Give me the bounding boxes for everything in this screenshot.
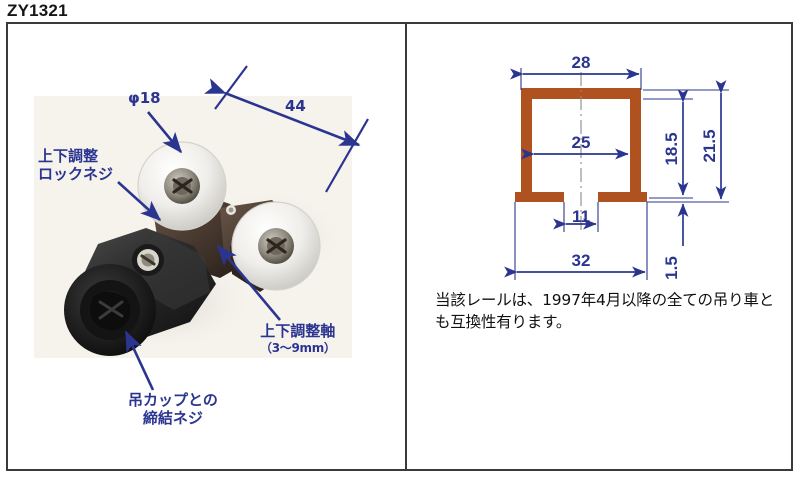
- annotation-lock-screw: 上下調整 ロックネジ: [38, 147, 114, 183]
- svg-text:25: 25: [572, 133, 591, 152]
- panel-rail-section: 28 25 18.5 21.5 1.5 11: [407, 24, 793, 469]
- page-title: ZY1321: [7, 1, 68, 20]
- panel-divider: [405, 24, 407, 469]
- rail-cross-section-drawing: 28 25 18.5 21.5 1.5 11: [504, 53, 729, 280]
- svg-text:32: 32: [572, 251, 591, 270]
- annotation-adjust-shaft-line1: 上下調整軸: [260, 322, 336, 340]
- panel-photo: φ18 44 上下調整 ロックネジ 上下調整軸 （3〜9mm） 吊カップとの 締…: [8, 24, 405, 469]
- annotation-adjust-shaft-range: （3〜9mm）: [260, 340, 336, 355]
- svg-text:21.5: 21.5: [700, 129, 719, 162]
- rail-note-line1: 当該レールは、1997年4月以降の全ての吊: [435, 291, 729, 309]
- hanger-roller-assembly-photo: [34, 96, 352, 358]
- annotation-roller-span: 44: [285, 97, 306, 115]
- svg-text:18.5: 18.5: [662, 132, 681, 165]
- annotation-lock-screw-line2: ロックネジ: [38, 164, 114, 183]
- annotation-cup-screw: 吊カップとの 締結ネジ: [128, 391, 218, 427]
- svg-text:28: 28: [572, 53, 591, 72]
- annotation-lock-screw-line1: 上下調整: [38, 147, 99, 165]
- rail-note-line2: り車とも互換性有ります。: [435, 291, 775, 331]
- svg-text:1.5: 1.5: [662, 256, 681, 280]
- content-frame: φ18 44 上下調整 ロックネジ 上下調整軸 （3〜9mm） 吊カップとの 締…: [6, 22, 793, 471]
- rail-compatibility-note: 当該レールは、1997年4月以降の全ての吊り車とも互換性有ります。: [435, 289, 783, 333]
- annotation-cup-screw-line2: 締結ネジ: [142, 408, 203, 427]
- annotation-cup-screw-line1: 吊カップとの: [128, 391, 218, 409]
- svg-text:11: 11: [572, 207, 590, 226]
- annotation-adjust-shaft: 上下調整軸 （3〜9mm）: [260, 322, 336, 355]
- annotation-roller-diameter: φ18: [128, 89, 161, 107]
